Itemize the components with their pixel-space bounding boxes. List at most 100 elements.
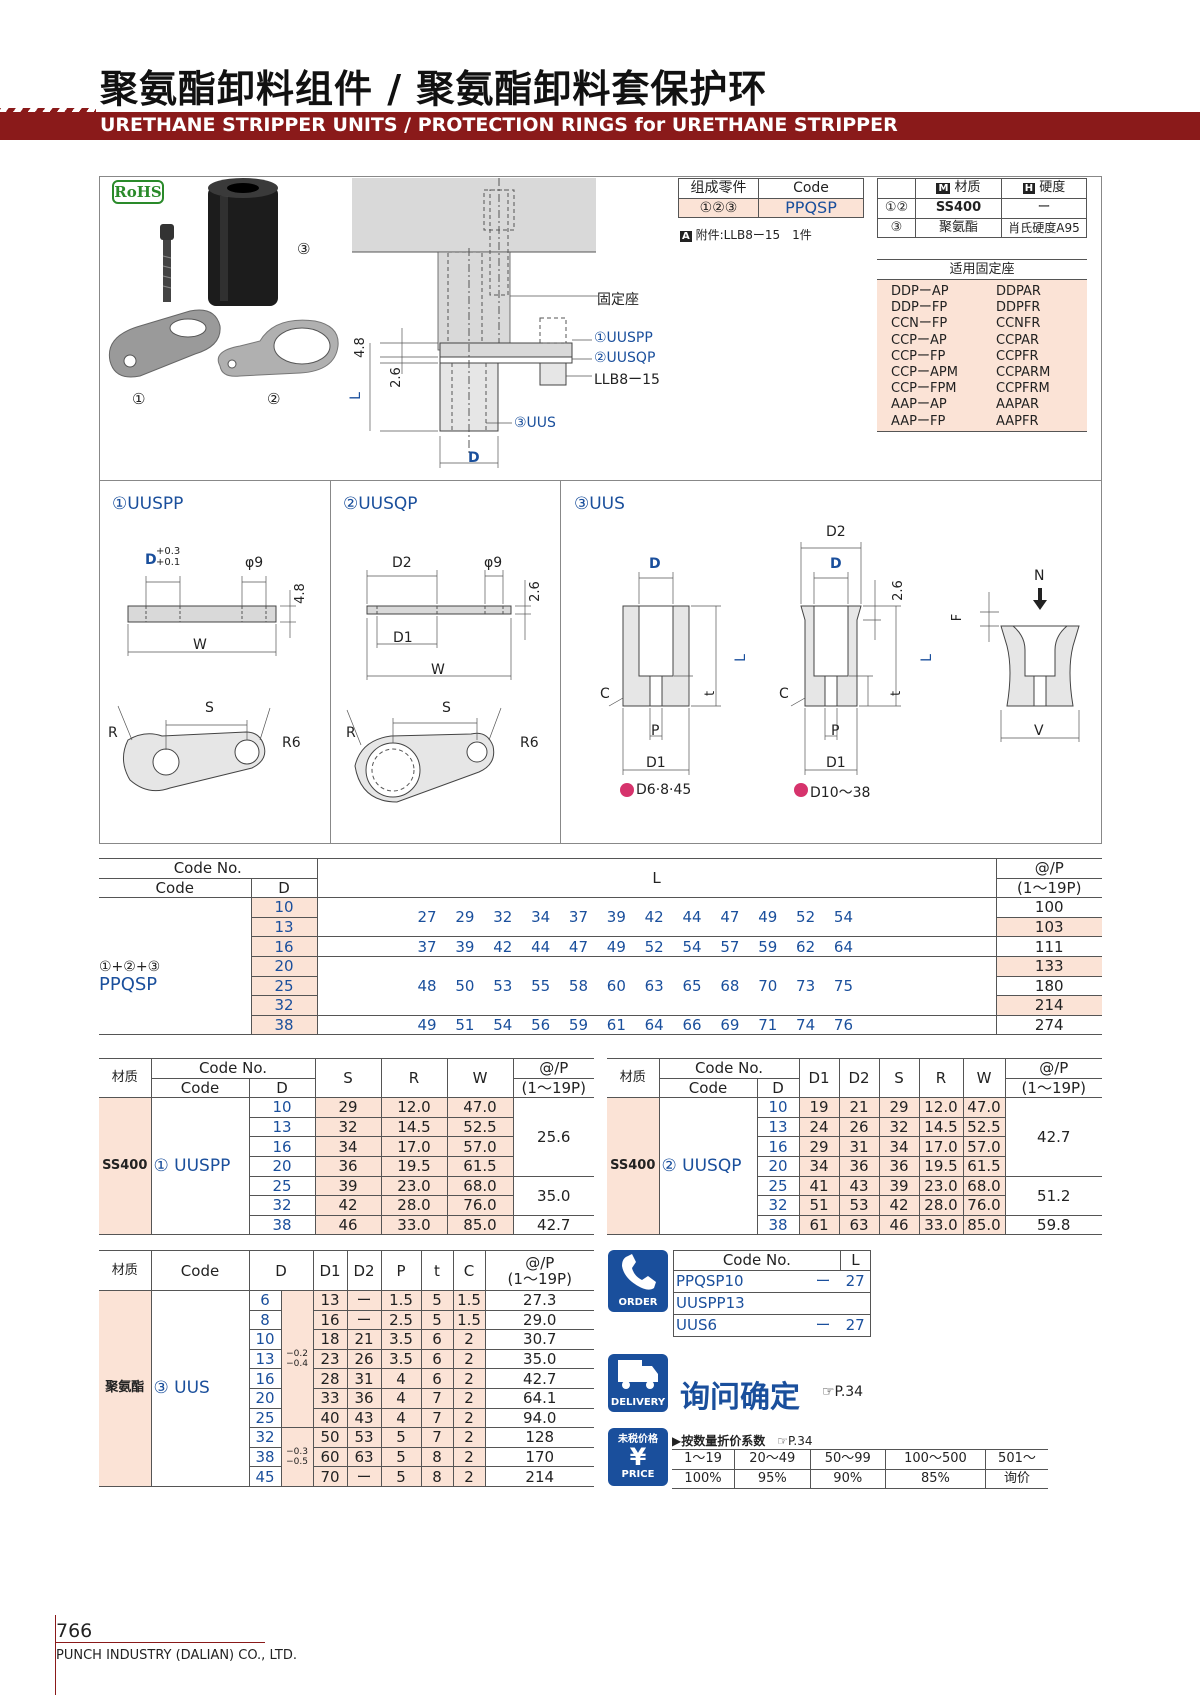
uuspp-tol: +0.3+0.1 [156,546,180,568]
uusqp-row-S: 46 [878,1214,920,1236]
uuspp-row-S: 46 [314,1214,382,1236]
main-price-cell: 274 [995,1014,1102,1036]
main-D-cell: 16 [250,936,318,957]
uuspp-phi9: φ9 [245,555,264,571]
uuspp-h-price2: (1～19P) [512,1077,594,1099]
uus-row-D1: 33 [312,1387,348,1409]
uus-row-t: 5 [420,1290,454,1311]
drawings-divider-2 [560,480,561,844]
uusqp-row-D2: 63 [838,1214,880,1236]
uusqp-h-codeno: Code No. [658,1058,800,1079]
uus-row-D: 10 [248,1329,282,1350]
rohs-badge: RoHS [112,180,164,204]
uusqp-h-mat: 材质 [607,1057,660,1099]
urethane-sleeve-image [208,178,278,306]
price-icon-top: 未税价格 [618,1434,658,1445]
uusqp-h-price2: (1～19P) [1004,1077,1102,1099]
uus-h-P: P [380,1250,422,1291]
uusqp-row-R: 14.5 [918,1116,964,1138]
uusqp-row-D: 13 [756,1116,800,1138]
base-item: CCPFR [996,348,1039,364]
order-row-dash [805,1291,841,1315]
order-h-codeno: Code No. [673,1250,841,1271]
price-rate: 85% [885,1468,986,1490]
uus-dim-L-a: L [732,654,749,662]
price-qty: 50～99 [809,1449,887,1470]
assembly-label-bolt: LLB8ー15 [594,372,660,388]
uusqp-row-D2: 21 [838,1097,880,1118]
assembly-dim-D: D [468,450,480,466]
uus-row-C: 2 [452,1446,486,1468]
base-item: AAPーAP [891,397,947,413]
uus-row-D2: 53 [346,1427,382,1448]
price-rate: 95% [734,1468,811,1490]
drawings-panel [99,480,1102,844]
uus-dim-D1-a: D1 [646,755,666,771]
price-ref: ☞P.34 [777,1434,813,1448]
main-h-price2: (1～19P) [995,877,1102,899]
bolt-image [160,224,174,302]
uusqp-mat: SS400 [607,1097,660,1236]
price-rate: 100% [672,1468,736,1490]
uus-row-t: 8 [420,1466,454,1487]
uus-row-D: 13 [248,1348,282,1370]
uuspp-R6: R6 [282,735,301,751]
uus-row-price: 94.0 [484,1407,594,1429]
uus-tol-2: −0.3−0.5 [280,1427,314,1487]
assembly-label-uuspp: ①UUSPP [594,330,653,346]
component-h1: 组成零件 [678,178,759,199]
material-row-2-part: ③ [877,217,916,239]
uus-drawing-title: ③UUS [574,494,625,514]
uus-row-C: 1.5 [452,1309,486,1331]
uus-dim-F: F [950,613,966,622]
uuspp-row-D: 32 [248,1195,316,1216]
main-L-row-4: 49 51 54 56 59 61 64 66 69 71 74 76 [316,1014,997,1036]
truck-icon [618,1360,658,1389]
uus-row-P: 5 [380,1466,422,1487]
uus-row-C: 2 [452,1348,486,1370]
component-parts: ①②③ [678,197,759,219]
uusqp-phi9: φ9 [484,555,503,571]
uus-row-price: 42.7 [484,1368,594,1389]
uusqp-row-D2: 31 [838,1136,880,1157]
uus-row-D1: 28 [312,1368,348,1389]
m-icon: M [936,183,951,194]
main-L-row-2: 37 39 42 44 47 49 52 54 57 59 62 64 [316,936,997,957]
main-h-price: @/P [995,858,1102,879]
uusqp-row-D1: 41 [798,1175,840,1197]
uus-h-price2-text: (1～19P) [507,1269,572,1288]
material-row-2-hard: 肖氏硬度A95 [1001,217,1087,239]
uusqp-row-W: 47.0 [962,1097,1006,1118]
uusqp-row-D1: 51 [798,1195,840,1216]
uus-row-D1: 60 [312,1446,348,1468]
base-item: DDPーAP [891,284,949,299]
uus-dim-D-b: D [830,556,842,572]
uusqp-row-S: 32 [878,1116,920,1138]
uus-dim-P-a: P [651,723,660,739]
uuspp-row-R: 19.5 [380,1155,448,1177]
uus-row-C: 2 [452,1368,486,1389]
price-qty: 501～ [984,1449,1048,1470]
material-h-hard-text: 硬度 [1039,180,1066,195]
photo-label-2-text: ② [267,390,281,408]
uus-tol-1-dn: −0.4 [286,1359,308,1370]
uuspp-row-S: 39 [314,1175,382,1197]
material-row-1-part: ①② [877,198,916,219]
order-row-code: PPQSP10 [672,1269,806,1293]
uus-row-P: 4 [380,1407,422,1429]
uusqp-row-D2: 26 [838,1116,880,1138]
uusqp-h-W: W [962,1057,1006,1099]
base-item: CCPAR [996,332,1040,348]
uuspp-tol-dn: +0.1 [156,557,181,568]
uusqp-h: 2.6 [527,581,543,602]
uus-h-D1: D1 [312,1250,348,1291]
uuspp-price-1: 25.6 [512,1097,594,1177]
price-rate: 90% [809,1468,887,1490]
photo-label-3-text: ③ [297,240,311,258]
uus-row-D1: 23 [312,1348,348,1370]
uuspp-tol-up: +0.3 [156,546,181,557]
uus-row-D: 6 [248,1290,282,1311]
main-price-cell: 100 [995,897,1102,918]
uus-note-2: D10～38 [810,785,871,801]
uuspp-h-mat: 材质 [99,1057,152,1099]
